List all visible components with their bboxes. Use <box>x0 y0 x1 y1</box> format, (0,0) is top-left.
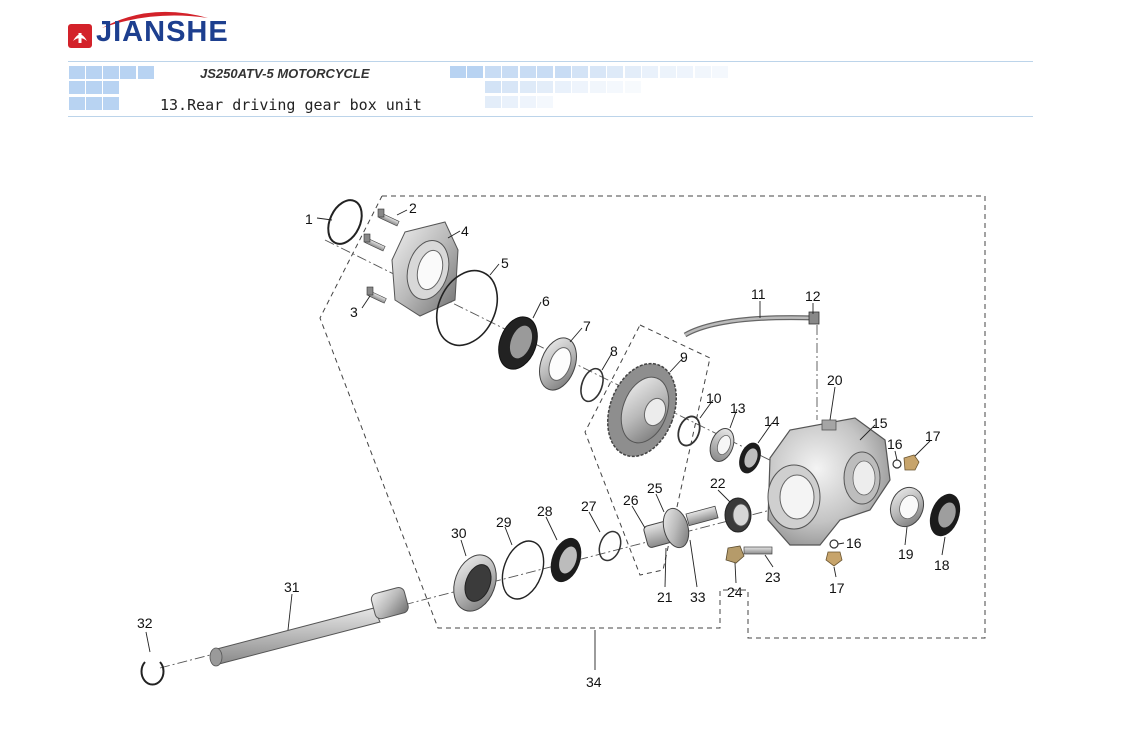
part-29-o-ring <box>501 540 545 600</box>
part-15-gear-housing <box>767 417 891 546</box>
page-header: JIANSHE <box>0 0 1123 130</box>
callout-19: 19 <box>898 546 914 562</box>
part-10-shim <box>677 415 701 447</box>
part-2-bolt <box>377 208 400 227</box>
group-33-outline <box>584 324 711 576</box>
callout-6: 6 <box>542 293 550 309</box>
callout-9: 9 <box>680 349 688 365</box>
part-28-seal <box>550 537 582 583</box>
callout-23: 23 <box>765 569 781 585</box>
part-16-washer-bottom <box>829 539 839 549</box>
callout-10: 10 <box>706 390 722 406</box>
callout-29: 29 <box>496 514 512 530</box>
callout-21: 21 <box>657 589 673 605</box>
callout-11: 11 <box>751 286 766 302</box>
callout-22: 22 <box>710 475 726 491</box>
header-rule-top <box>68 61 1033 62</box>
logo-swoosh-icon <box>102 11 208 28</box>
part-5-o-ring <box>435 269 499 347</box>
callout-leader-lines <box>145 209 946 670</box>
callout-17-top: 17 <box>925 428 941 444</box>
callout-32: 32 <box>137 615 153 631</box>
callout-20: 20 <box>827 372 843 388</box>
callout-7: 7 <box>583 318 591 334</box>
part-16-washer-top <box>892 459 902 469</box>
group-34-outline <box>319 195 986 639</box>
part-23-stud <box>743 546 773 555</box>
callout-24: 24 <box>727 584 743 600</box>
part-2-bolt-b <box>363 233 386 252</box>
part-32-circlip <box>140 661 165 686</box>
part-7-bearing <box>539 337 577 391</box>
callout-14: 14 <box>764 413 780 429</box>
callout-30: 30 <box>451 525 467 541</box>
callout-17-bottom: 17 <box>829 580 845 596</box>
callout-34: 34 <box>586 674 602 690</box>
callout-18: 18 <box>934 557 950 573</box>
model-name: JS250ATV-5 MOTORCYCLE <box>200 66 370 81</box>
part-17-plug-top <box>903 454 920 471</box>
callout-13: 13 <box>730 400 746 416</box>
callout-28: 28 <box>537 503 553 519</box>
callout-2: 2 <box>409 200 417 216</box>
part-30-coupling <box>453 554 497 612</box>
callout-27: 27 <box>581 498 597 514</box>
part-19-bearing <box>889 486 925 528</box>
jianshe-logo-icon <box>68 24 92 48</box>
callout-31: 31 <box>284 579 300 595</box>
part-14-seal <box>739 442 761 474</box>
callout-labels: 1 2 3 4 5 6 7 8 9 10 11 12 13 14 15 16 1… <box>137 200 950 690</box>
part-18-seal <box>929 493 961 537</box>
callout-4: 4 <box>461 223 469 239</box>
brand-logo-text: JIANSHE <box>96 16 229 48</box>
callout-33: 33 <box>690 589 706 605</box>
callout-5: 5 <box>501 255 509 271</box>
part-3-bolt <box>366 286 387 304</box>
part-25-pinion-gear <box>643 505 719 549</box>
part-27-ring <box>598 530 622 562</box>
part-11-breather-hose <box>683 315 816 338</box>
callout-25: 25 <box>647 480 663 496</box>
header-rule-bottom <box>68 116 1033 117</box>
callout-3: 3 <box>350 304 358 320</box>
part-8-ring <box>580 367 604 403</box>
part-6-oil-seal <box>498 316 538 370</box>
part-9-ring-gear <box>606 362 678 458</box>
callout-12: 12 <box>805 288 821 304</box>
part-4-cover-flange <box>391 221 459 317</box>
part-24-nut <box>725 545 745 564</box>
callout-16-top: 16 <box>887 436 903 452</box>
part-22-bearing <box>724 497 752 533</box>
part-17-plug-bottom <box>825 551 843 567</box>
callout-16-bottom: 16 <box>846 535 862 551</box>
callout-8: 8 <box>610 343 618 359</box>
part-13-bearing <box>709 428 735 462</box>
part-1-o-ring <box>327 199 363 245</box>
part-31-drive-shaft <box>209 587 409 667</box>
callout-15: 15 <box>872 415 888 431</box>
callout-1: 1 <box>305 211 313 227</box>
callout-26: 26 <box>623 492 639 508</box>
section-title: 13.Rear driving gear box unit <box>160 96 422 114</box>
part-12-hose-clip <box>808 311 820 325</box>
